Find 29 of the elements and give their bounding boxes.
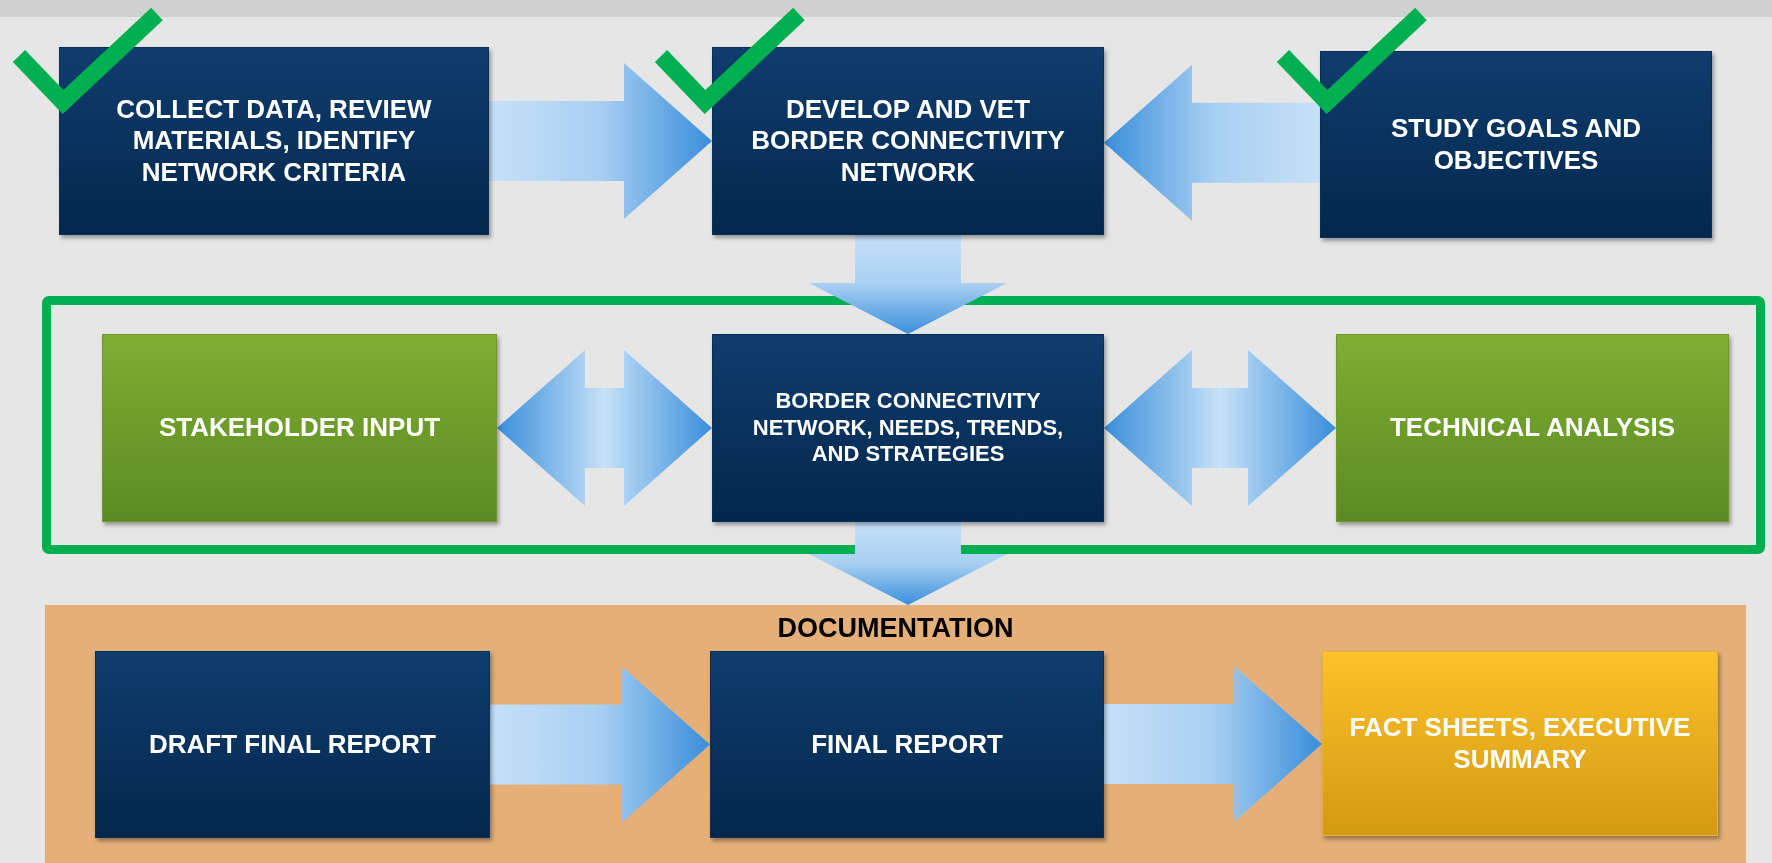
box-label: COLLECT DATA, REVIEW MATERIALS, IDENTIFY NETWORK CRITERIA — [115, 94, 433, 188]
block-arrow — [1104, 666, 1322, 822]
block-arrow — [1104, 64, 1320, 221]
box-label: TECHNICAL ANALYSIS — [1389, 412, 1676, 444]
block-arrow — [489, 63, 712, 219]
box-label: DEVELOP AND VET BORDER CONNECTIVITY NETWORK — [750, 94, 1066, 188]
block-arrow — [809, 522, 1007, 605]
process-box — [1320, 51, 1712, 238]
block-arrow — [497, 350, 712, 506]
process-box — [1322, 651, 1718, 836]
box-label: FINAL REPORT — [811, 728, 1003, 761]
box-label: DRAFT FINAL REPORT — [149, 728, 436, 761]
block-arrow — [490, 666, 710, 823]
process-box — [1336, 334, 1729, 522]
process-box — [710, 651, 1104, 838]
band-heading: DOCUMENTATION — [776, 613, 1015, 644]
process-box — [712, 47, 1104, 235]
box-label: STUDY GOALS AND OBJECTIVES — [1390, 113, 1642, 176]
documentation-band — [45, 605, 1746, 863]
block-arrow — [809, 235, 1007, 334]
process-box — [712, 334, 1104, 522]
box-label: FACT SHEETS, EXECUTIVE SUMMARY — [1348, 712, 1692, 775]
process-box — [102, 334, 497, 522]
process-box — [95, 651, 490, 838]
box-label: BORDER CONNECTIVITY NETWORK, NEEDS, TRENDS, AND STRATEGIES — [751, 388, 1065, 468]
group-frame — [42, 296, 1765, 554]
block-arrow — [1104, 350, 1336, 506]
box-label: STAKEHOLDER INPUT — [158, 412, 441, 444]
process-box — [59, 47, 489, 235]
